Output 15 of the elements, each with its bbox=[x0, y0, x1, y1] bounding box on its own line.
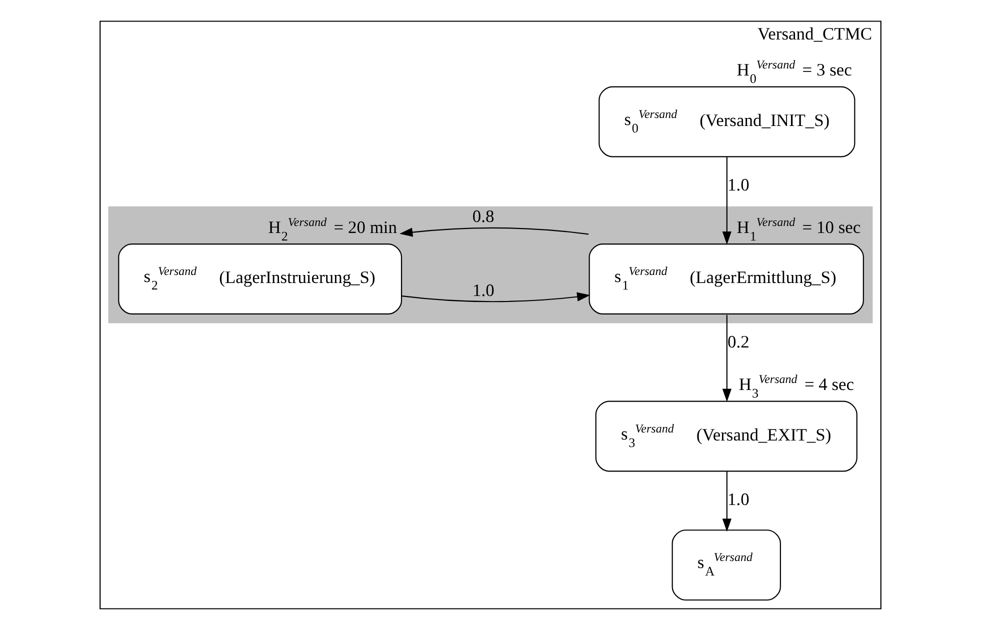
arrow bbox=[722, 471, 732, 532]
edge-label: 1.0 bbox=[472, 280, 494, 300]
arrow bbox=[400, 227, 589, 237]
node-label: H$_{3}$$^{Versand}$ = 4 sec bbox=[738, 372, 854, 401]
edge-label: 0.2 bbox=[727, 332, 750, 352]
arrow bbox=[722, 156, 732, 245]
edge-label: 1.0 bbox=[727, 488, 750, 509]
edge-label: 1.0 bbox=[727, 174, 750, 194]
node-label: H$_{2}$$^{Versand}$ = 20 min bbox=[268, 214, 398, 244]
arrow bbox=[401, 292, 590, 302]
node-label: H$_{1}$$^{Versand}$ = 10 sec bbox=[736, 214, 861, 244]
arrow bbox=[722, 315, 732, 402]
node-label: H$_{0}$$^{Versand}$ = 3 sec bbox=[736, 58, 852, 86]
cluster bbox=[108, 206, 873, 324]
edge-label: 0.8 bbox=[472, 206, 494, 226]
